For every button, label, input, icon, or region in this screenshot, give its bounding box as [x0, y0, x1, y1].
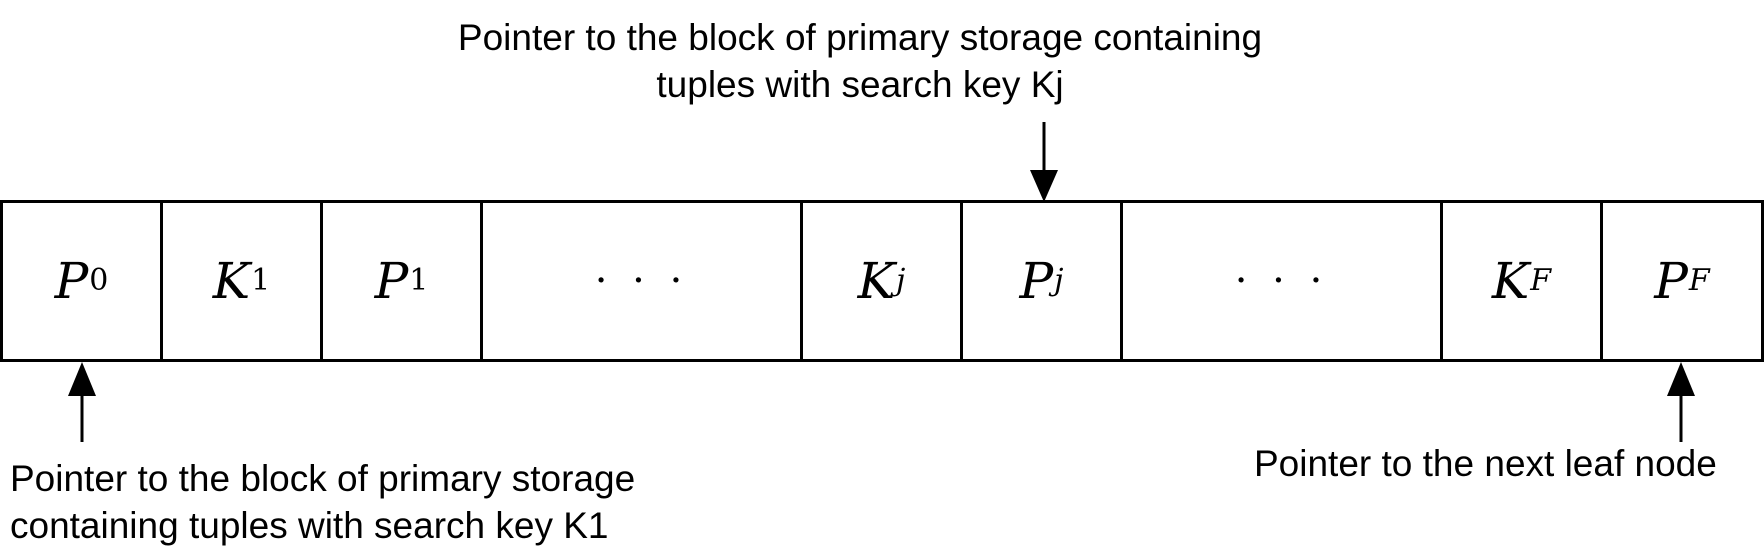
- cell-pf-symbol: P: [1654, 252, 1688, 310]
- bottom-left-annotation-line-2: containing tuples with search key K1: [10, 505, 609, 546]
- cell-pj-subscript: j: [1054, 263, 1064, 298]
- cell-kj-subscript: j: [896, 263, 906, 298]
- top-annotation-line-2: tuples with search key Kj: [656, 64, 1064, 105]
- arrow-to-pj: [1030, 122, 1058, 202]
- top-annotation: Pointer to the block of primary storage …: [320, 14, 1400, 108]
- cell-ellipsis-1-symbol: · · ·: [594, 258, 689, 304]
- cell-kf-symbol: K: [1491, 252, 1530, 310]
- cell-kj-symbol: K: [857, 252, 896, 310]
- bottom-right-annotation: Pointer to the next leaf node: [1254, 443, 1717, 484]
- cell-p1-symbol: P: [374, 252, 409, 310]
- cell-pj-symbol: P: [1019, 252, 1054, 310]
- arrow-from-pf: [1667, 362, 1695, 442]
- cell-pf-subscript: F: [1688, 263, 1710, 298]
- bottom-left-annotation-line-1: Pointer to the block of primary storage: [10, 458, 636, 499]
- arrow-from-p0: [68, 362, 96, 442]
- bottom-left-annotation: Pointer to the block of primary storage …: [10, 455, 635, 549]
- cell-ellipsis-2-symbol: · · ·: [1234, 258, 1329, 304]
- top-annotation-line-1: Pointer to the block of primary storage …: [457, 17, 1263, 58]
- cell-ellipsis-1: · · ·: [483, 203, 803, 359]
- cell-p0-symbol: P: [54, 252, 89, 310]
- cell-k1-symbol: K: [212, 252, 251, 310]
- cell-p1-subscript: 1: [409, 263, 429, 298]
- cell-p0-subscript: 0: [89, 263, 109, 298]
- cell-k1-subscript: 1: [251, 263, 271, 298]
- cell-kf-subscript: F: [1530, 263, 1552, 298]
- cell-ellipsis-2: · · ·: [1123, 203, 1443, 359]
